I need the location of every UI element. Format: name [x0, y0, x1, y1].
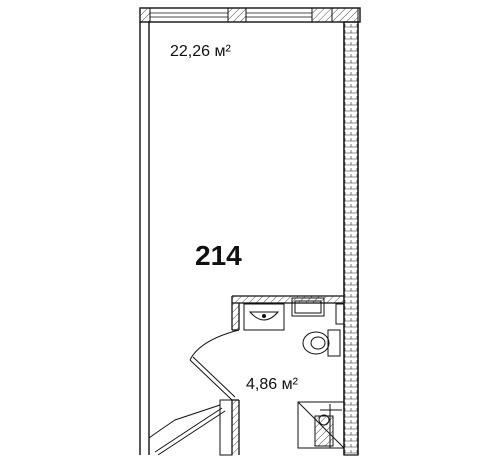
- top-wall: [139, 7, 359, 23]
- shower-icon: [297, 401, 345, 449]
- sink-icon: [243, 303, 285, 331]
- toilet-icon: [302, 329, 341, 357]
- entrance-door: [148, 399, 233, 456]
- main-room-area-label: 22,26 м²: [170, 43, 231, 60]
- bathroom-area-label: 4,86 м²: [246, 376, 299, 393]
- unit-number: 214: [195, 240, 242, 271]
- right-exterior-wall: [343, 21, 359, 456]
- pipe-riser: [335, 303, 345, 325]
- bathroom-door: [189, 329, 240, 401]
- washing-machine-icon: [291, 297, 325, 317]
